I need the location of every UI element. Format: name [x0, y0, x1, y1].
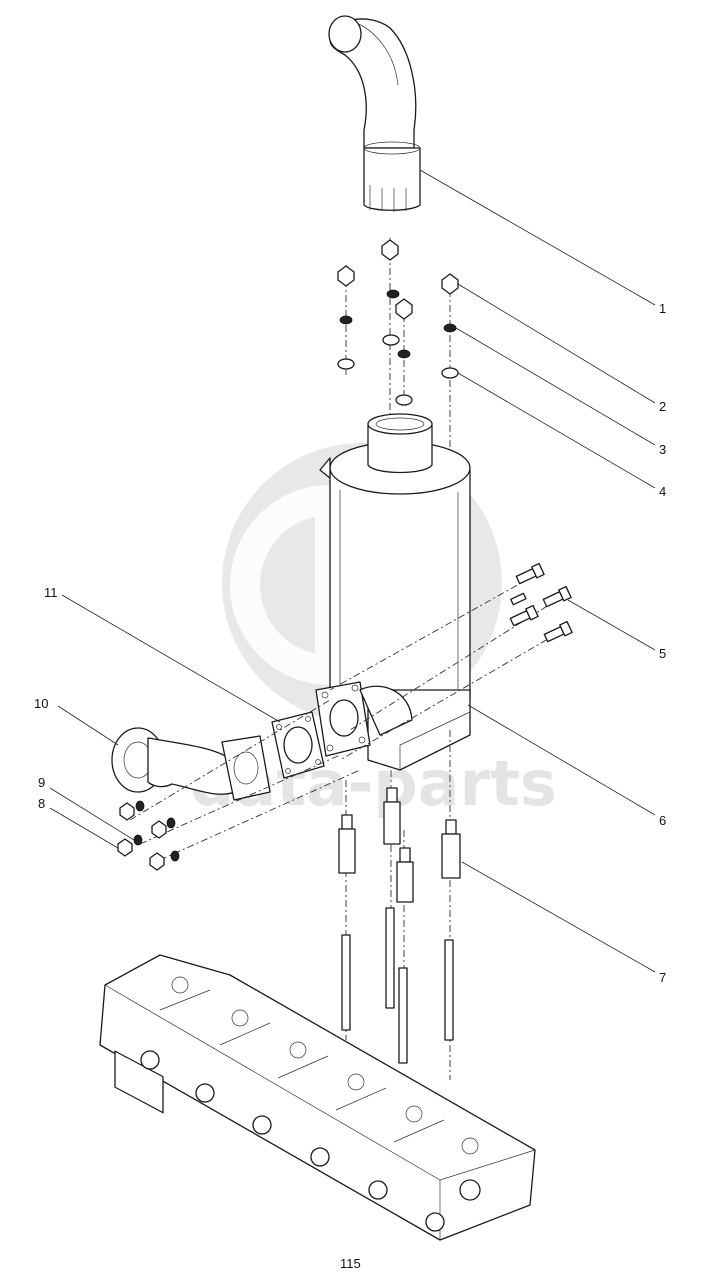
callout-label-11: 11: [44, 585, 58, 600]
nut: [395, 298, 413, 320]
callout-label-9: 9: [38, 775, 45, 790]
bolt: [542, 585, 572, 608]
lock-washer: [170, 850, 180, 862]
cylinder-head: [99, 954, 536, 1241]
gasket: [271, 711, 325, 779]
lock-washer: [166, 817, 176, 829]
lock-washer: [133, 834, 143, 846]
exhaust-pipe-elbow: [111, 699, 361, 861]
nut: [149, 852, 165, 871]
nut: [117, 838, 133, 857]
washer: [441, 367, 459, 379]
nut: [441, 273, 459, 295]
bolt: [509, 604, 539, 627]
callout-label-5: 5: [659, 646, 666, 661]
stud: [396, 847, 414, 903]
lock-washer: [443, 323, 457, 333]
flange-fasteners: [117, 800, 180, 871]
callout-label-4: 4: [659, 484, 666, 499]
callout-label-10: 10: [34, 696, 48, 711]
lock-washer: [397, 349, 411, 359]
washer: [382, 334, 400, 346]
top-fasteners: [337, 238, 459, 470]
muffler: [315, 413, 471, 771]
callout-label-8: 8: [38, 796, 45, 811]
callout-label-3: 3: [659, 442, 666, 457]
head-section: [114, 1050, 164, 1114]
nut: [151, 820, 167, 839]
lock-washer: [339, 315, 353, 325]
stud: [338, 814, 356, 874]
bolt: [543, 620, 573, 643]
callout-label-2: 2: [659, 399, 666, 414]
bolts: [329, 562, 573, 761]
lock-washer: [135, 800, 145, 812]
callout-label-6: 6: [659, 813, 666, 828]
page-mark: 115: [340, 1256, 361, 1271]
exhaust-elbow: [328, 15, 421, 212]
nut: [119, 802, 135, 821]
nut: [337, 265, 355, 287]
washer: [337, 358, 355, 370]
nut: [381, 239, 399, 261]
studs: [338, 730, 461, 1080]
stud: [383, 787, 401, 845]
washer: [395, 394, 413, 406]
lock-washer: [386, 289, 400, 299]
stud: [441, 819, 461, 879]
bolt: [515, 562, 545, 585]
callouts: 1 2 3 4 5 6 7 8 9 10 11: [34, 169, 666, 985]
callout-label-7: 7: [659, 970, 666, 985]
callout-label-1: 1: [659, 301, 666, 316]
bolt: [510, 592, 527, 606]
